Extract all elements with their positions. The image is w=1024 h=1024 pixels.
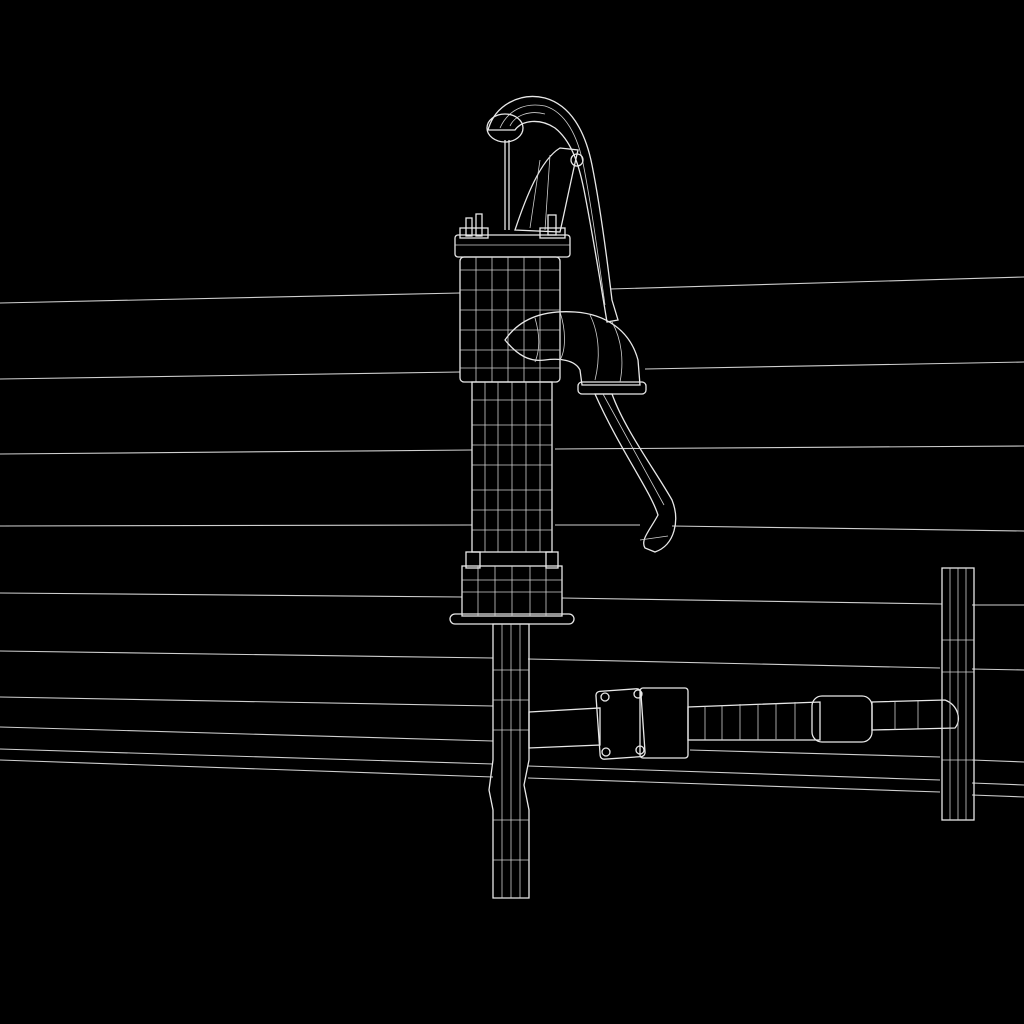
lower-lever bbox=[593, 393, 677, 553]
top-flange bbox=[454, 213, 571, 258]
drop-pipe bbox=[488, 623, 530, 899]
pump-column bbox=[471, 381, 553, 553]
base-flange bbox=[449, 551, 575, 625]
horizontal-pipe bbox=[528, 687, 959, 760]
right-riser-pipe bbox=[941, 567, 975, 821]
pump-spout bbox=[504, 311, 647, 395]
pump-handle bbox=[486, 96, 619, 323]
pump-body bbox=[459, 256, 561, 383]
